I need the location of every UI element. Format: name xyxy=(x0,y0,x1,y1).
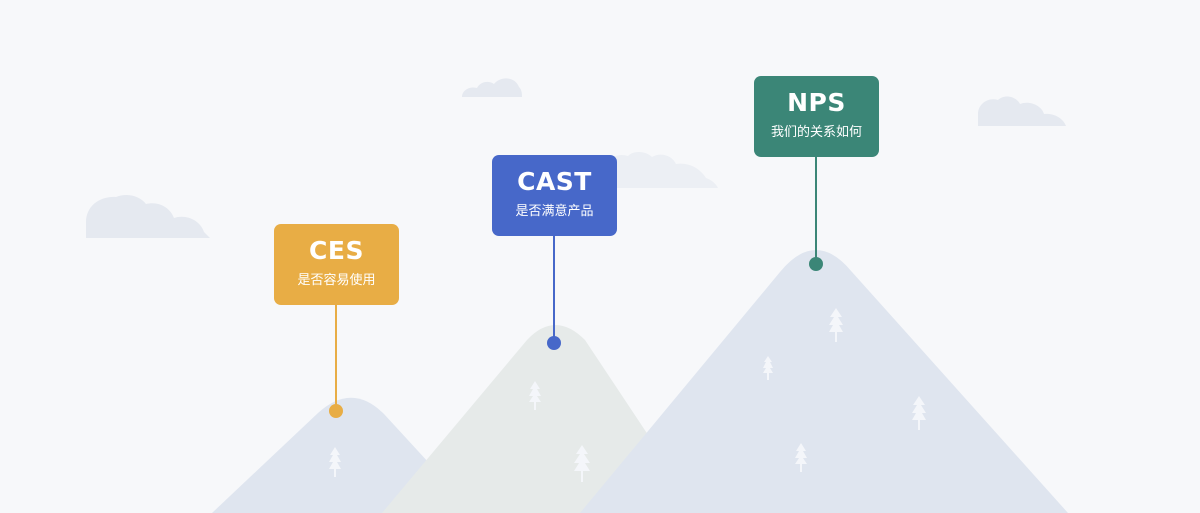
cloud-right xyxy=(978,96,1066,126)
cloud-top-middle xyxy=(462,78,522,97)
tree-icon xyxy=(829,308,843,342)
cast-marker xyxy=(547,336,561,350)
cast-code: CAST xyxy=(517,167,592,196)
ces-code: CES xyxy=(309,236,364,265)
tree-icon xyxy=(912,396,926,430)
ces-description: 是否容易使用 xyxy=(297,273,376,288)
ces-marker xyxy=(329,404,343,418)
tree-icon xyxy=(763,356,773,380)
cast-description: 是否满意产品 xyxy=(515,204,594,219)
nps-flag: NPS 我们的关系如何 xyxy=(754,76,879,157)
tree-icon xyxy=(574,445,590,482)
nps-marker xyxy=(809,257,823,271)
nps-description: 我们的关系如何 xyxy=(770,125,862,140)
mountain-right xyxy=(580,250,1068,513)
ces-flag: CES 是否容易使用 xyxy=(274,224,399,305)
nps-code: NPS xyxy=(787,88,846,117)
tree-icon xyxy=(529,381,541,410)
tree-icon xyxy=(795,443,807,472)
tree-icon xyxy=(329,447,341,477)
cast-flag: CAST 是否满意产品 xyxy=(492,155,617,236)
cloud-left xyxy=(86,195,210,238)
cloud-behind-cast xyxy=(604,151,718,188)
